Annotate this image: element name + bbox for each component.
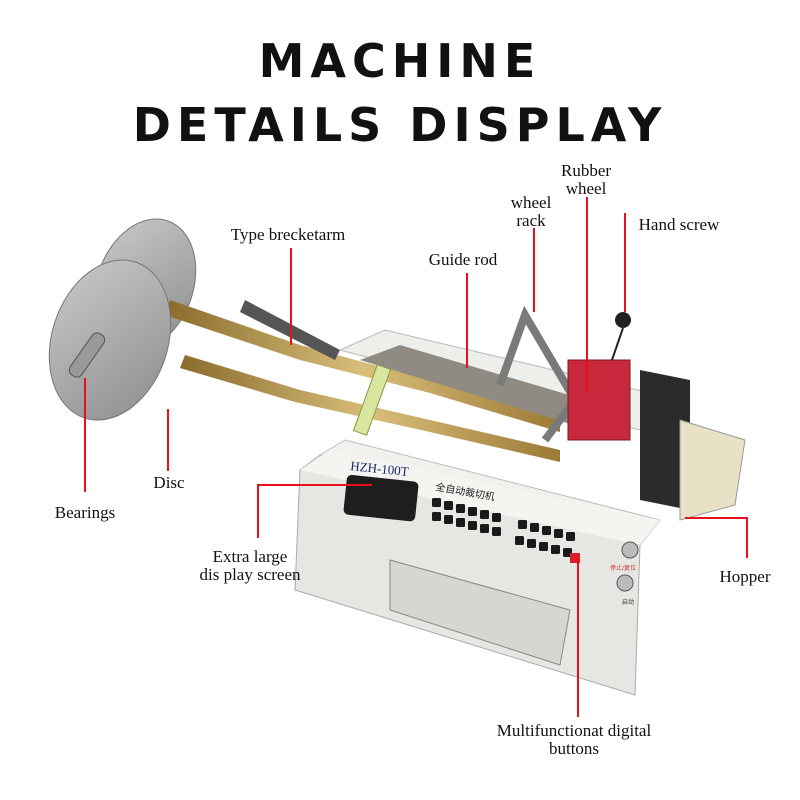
label-text: Guide rod [428, 250, 498, 269]
keypad-key [527, 539, 536, 548]
keypad-key [456, 518, 465, 527]
label-text: Disc [153, 473, 185, 492]
leader-lines [84, 197, 748, 717]
label-text: Hopper [719, 567, 771, 586]
keypad-key [566, 532, 575, 541]
rubber-wheel-part [567, 359, 631, 441]
title-line-2: DETAILS DISPLAY [132, 98, 668, 152]
keypad-key [542, 526, 551, 535]
label-bearings: Bearings [55, 504, 115, 522]
label-text: wheel [565, 179, 607, 198]
feed-channel [360, 345, 620, 430]
bearing-shaft [68, 332, 106, 378]
keypad-key [444, 501, 453, 510]
label-text: buttons [548, 739, 600, 758]
label-type-brecketarm: Type brecketarm [231, 226, 345, 244]
keypad-key [551, 545, 560, 554]
label-text: Hand screw [638, 215, 720, 234]
label-disc: Disc [153, 474, 184, 492]
label-text: rack [516, 211, 546, 230]
keypad-key [530, 523, 539, 532]
label-guide-rod: Guide rod [429, 251, 497, 269]
keypad-key [480, 524, 489, 533]
keypad-key [444, 515, 453, 524]
leader-display-screen [257, 484, 372, 538]
keypad-key [554, 529, 563, 538]
label-text: Type brecketarm [230, 225, 346, 244]
keypad-key [480, 510, 489, 519]
label-hopper: Hopper [720, 568, 771, 586]
stop-label-cn: 停止/复位 [610, 564, 636, 572]
instruction-sticker [389, 559, 571, 666]
keypad-key [432, 512, 441, 521]
keypad-key [515, 536, 524, 545]
display-screen [343, 474, 419, 522]
keypad-key [492, 513, 501, 522]
start-label-cn: 启动 [622, 598, 634, 606]
keypad-key [518, 520, 527, 529]
keypad-key [432, 498, 441, 507]
red-key [570, 553, 580, 563]
keypad-key [563, 548, 572, 557]
guide-roller [352, 364, 392, 436]
label-text: dis play screen [199, 565, 301, 584]
keypad-key [456, 504, 465, 513]
label-text: wheel [510, 193, 552, 212]
cutter-head [640, 370, 690, 510]
keypad-key [492, 527, 501, 536]
label-text: Multifunctionat digital [496, 721, 652, 740]
title-line-1: MACHINE [258, 34, 542, 88]
machine-model: HZH-100T [350, 458, 410, 479]
stop-switch [621, 541, 639, 559]
start-switch [616, 574, 634, 592]
wheel-rack-frame [496, 305, 580, 443]
tape-upper [165, 300, 560, 432]
machine-top-face [300, 450, 660, 545]
leader-hopper [685, 517, 748, 558]
keypad-key [468, 507, 477, 516]
label-text: Bearings [54, 503, 116, 522]
label-text: Extra large [212, 547, 288, 566]
keypad-key [539, 542, 548, 551]
label-hand-screw: Hand screw [639, 216, 720, 234]
label-text: Rubber [560, 161, 612, 180]
keypad-key [468, 521, 477, 530]
hopper-tray [679, 419, 746, 521]
keypad [432, 498, 575, 557]
hand-screw-knob [615, 312, 631, 328]
